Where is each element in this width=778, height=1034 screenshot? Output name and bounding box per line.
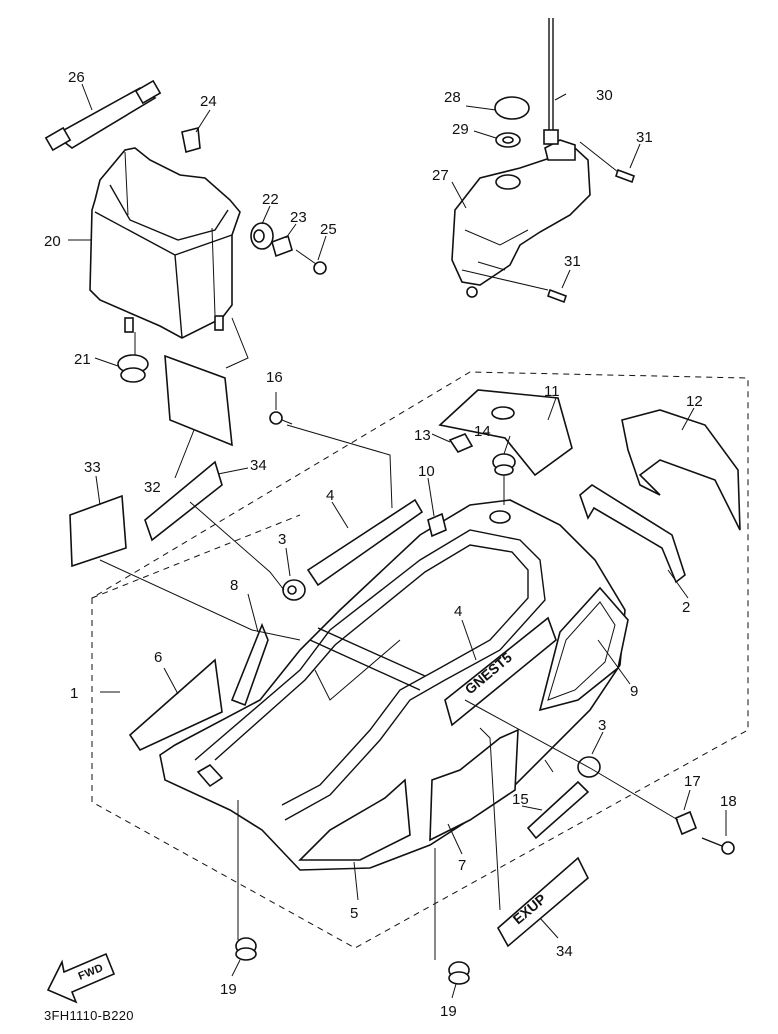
callout-7: 7 (458, 857, 466, 874)
callout-24: 24 (200, 93, 217, 110)
callout-25: 25 (320, 221, 337, 238)
rubber-19-right (448, 961, 470, 985)
cap-gasket (495, 132, 521, 148)
callout-18: 18 (720, 793, 737, 810)
callout-6: 6 (154, 649, 162, 666)
battery-box (89, 147, 241, 339)
callout-15: 15 (512, 791, 529, 808)
leader-lines (68, 83, 727, 999)
forward-arrow: FWD (46, 952, 116, 1004)
oil-tank (451, 139, 591, 298)
callout-11: 11 (544, 383, 560, 400)
clip-13 (448, 433, 474, 453)
callout-5: 5 (350, 905, 358, 922)
tank-bolts (546, 168, 636, 304)
callout-4-lower: 4 (454, 603, 462, 620)
callout-labels: 26 24 20 21 22 23 25 28 29 30 27 31 31 1… (44, 69, 737, 1020)
mount-hardware (250, 222, 327, 275)
callout-29: 29 (452, 121, 469, 138)
callout-10: 10 (418, 463, 435, 480)
callout-17: 17 (684, 773, 701, 790)
foam-pad-left (144, 460, 223, 542)
callout-3-left: 3 (278, 531, 286, 548)
callout-1: 1 (70, 685, 78, 702)
center-lines (99, 141, 679, 960)
callout-32: 32 (144, 479, 161, 496)
callout-33: 33 (84, 459, 101, 476)
callout-13: 13 (414, 427, 431, 444)
cover-plate (164, 354, 233, 447)
callout-21: 21 (74, 351, 91, 368)
callout-2: 2 (682, 599, 690, 616)
callout-31-top: 31 (636, 129, 653, 146)
callout-14: 14 (474, 423, 491, 440)
callout-19-right: 19 (440, 1003, 457, 1020)
model-badge (496, 856, 589, 948)
decal-left (128, 658, 223, 752)
bolt-18 (701, 837, 735, 855)
battery-bracket (181, 126, 201, 154)
callout-31-bottom: 31 (564, 253, 581, 270)
battery-strap (44, 79, 162, 152)
tail-emblem (621, 409, 741, 531)
callout-30: 30 (596, 87, 613, 104)
oil-dipstick (543, 18, 559, 145)
grommet-14 (492, 453, 516, 476)
rubber-19-left (235, 937, 257, 961)
screw-16 (269, 411, 293, 425)
callout-12: 12 (686, 393, 703, 410)
callout-28: 28 (444, 89, 461, 106)
callout-3-right: 3 (598, 717, 606, 734)
callout-20: 20 (44, 233, 61, 250)
callout-26: 26 (68, 69, 85, 86)
stripe-upper (306, 498, 424, 587)
callout-16: 16 (266, 369, 283, 386)
assembly-outline (91, 371, 749, 949)
callout-34-left: 34 (250, 457, 267, 474)
callout-22: 22 (262, 191, 279, 208)
rubber-mount (117, 354, 149, 383)
callout-27: 27 (432, 167, 449, 184)
callout-34-lower: 34 (556, 943, 573, 960)
side-cover-assembly (159, 499, 629, 871)
sheet-plate (69, 494, 127, 568)
collar-17 (674, 810, 698, 836)
tail-cap (438, 389, 573, 477)
tank-cap (494, 96, 530, 120)
grommet-3-left (282, 579, 306, 601)
drawing-code: 3FH1110-B220 (44, 1008, 134, 1023)
damper-15 (526, 780, 590, 840)
callout-8: 8 (230, 577, 238, 594)
stripe-side (230, 622, 269, 707)
callout-4-upper: 4 (326, 487, 334, 504)
callout-19-left: 19 (220, 981, 237, 998)
callout-9: 9 (630, 683, 638, 700)
callout-23: 23 (290, 209, 307, 226)
